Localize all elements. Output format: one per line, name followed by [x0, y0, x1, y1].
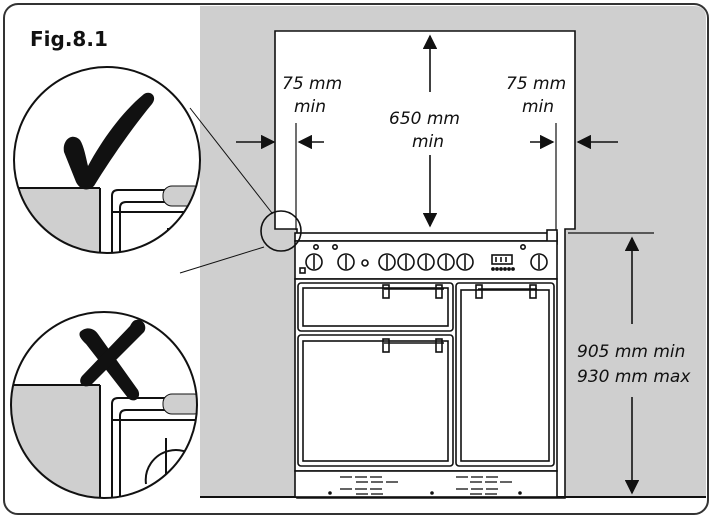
callout-leader-top	[189, 107, 273, 214]
cross-mark-icon	[79, 319, 146, 401]
right-gap-value: 75 mm	[506, 74, 566, 94]
detail-callout-circle	[260, 210, 302, 252]
callout-leader-bottom	[179, 246, 265, 274]
clock-display	[491, 254, 515, 271]
check-mark-icon	[63, 92, 155, 190]
control-knobs	[305, 253, 548, 271]
height-max-label: 930 mm max	[577, 367, 691, 387]
height-min-label: 905 mm min	[577, 342, 685, 362]
figure-title: Fig.8.1	[30, 27, 108, 51]
range-cooker	[294, 229, 558, 498]
top-gap-value: 650 mm	[389, 109, 460, 129]
detail-incorrect	[10, 311, 198, 499]
left-gap-value: 75 mm	[282, 74, 342, 94]
right-gap-qualifier: min	[522, 97, 554, 117]
top-gap-qualifier: min	[412, 132, 444, 152]
left-gap-qualifier: min	[294, 97, 326, 117]
dimension-arrows	[236, 34, 654, 495]
